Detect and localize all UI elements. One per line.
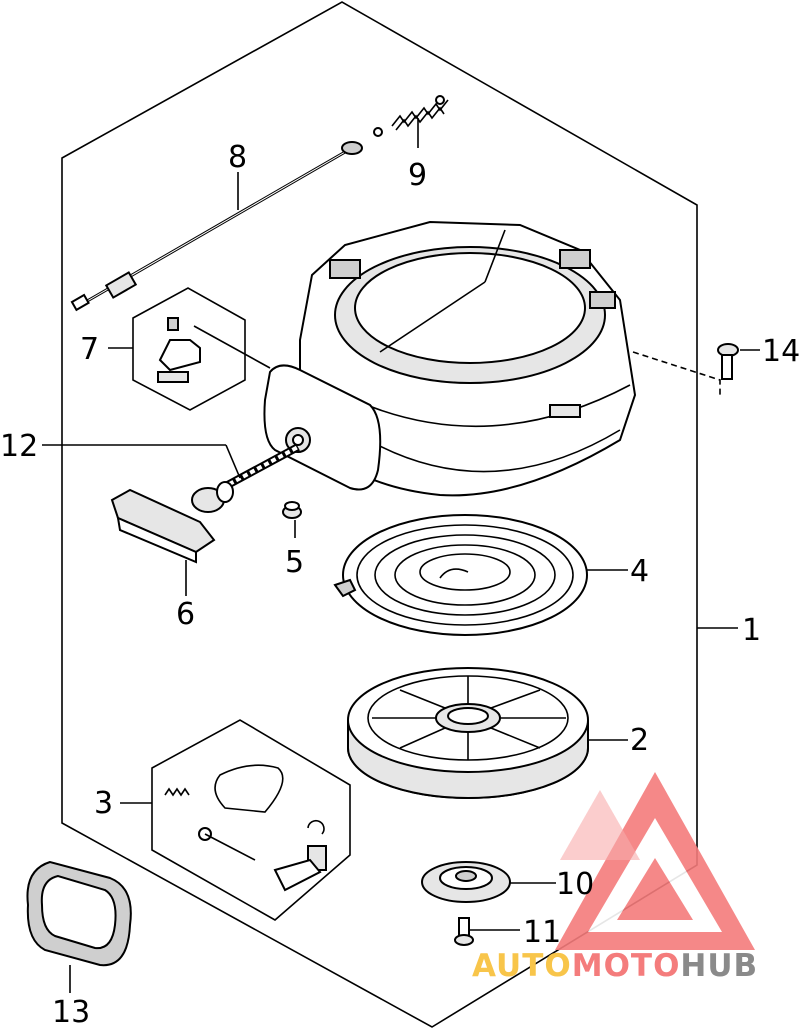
watermark-moto: MOTO [572, 948, 681, 984]
watermark-auto: AUTO [472, 948, 572, 984]
watermark-text: AUTOMOTOHUB [472, 948, 758, 984]
callout-8: 8 [228, 140, 247, 175]
part-3-detail-box [151, 719, 351, 921]
part-13-gasket [26, 860, 132, 967]
part-1-starter-housing [299, 220, 637, 497]
callout-14: 14 [762, 334, 800, 369]
callout-12: 12 [0, 429, 38, 464]
part-12-rope [220, 443, 300, 492]
callout-9: 9 [408, 158, 427, 193]
callout-10: 10 [556, 867, 594, 902]
part-9-spring [391, 95, 449, 131]
callout-5: 5 [285, 545, 304, 580]
part-10-pulley-cap [421, 861, 511, 903]
part-2-reel [347, 667, 589, 799]
callout-4: 4 [630, 554, 649, 589]
callout-11: 11 [523, 915, 561, 950]
part-5-bushing [282, 501, 302, 519]
part-7-detail-box [132, 287, 271, 411]
callout-6: 6 [176, 597, 195, 632]
part-6-grip-handle [110, 481, 234, 564]
callout-2: 2 [630, 723, 649, 758]
callout-1: 1 [742, 613, 761, 648]
callout-labels: 1 2 3 4 5 6 7 8 9 10 11 12 13 14 [0, 140, 800, 1029]
part-4-recoil-spring [333, 514, 588, 636]
leader-lines [42, 118, 760, 993]
callout-3: 3 [94, 786, 113, 821]
callout-13: 13 [52, 995, 90, 1029]
part-8-cable [70, 127, 383, 312]
watermark-logo [555, 772, 755, 950]
watermark-hub: HUB [680, 948, 758, 984]
part-1-handle-bracket [263, 364, 382, 491]
part-14-bolt [632, 343, 739, 395]
part-11-bolt [454, 917, 474, 946]
callout-7: 7 [80, 332, 99, 367]
